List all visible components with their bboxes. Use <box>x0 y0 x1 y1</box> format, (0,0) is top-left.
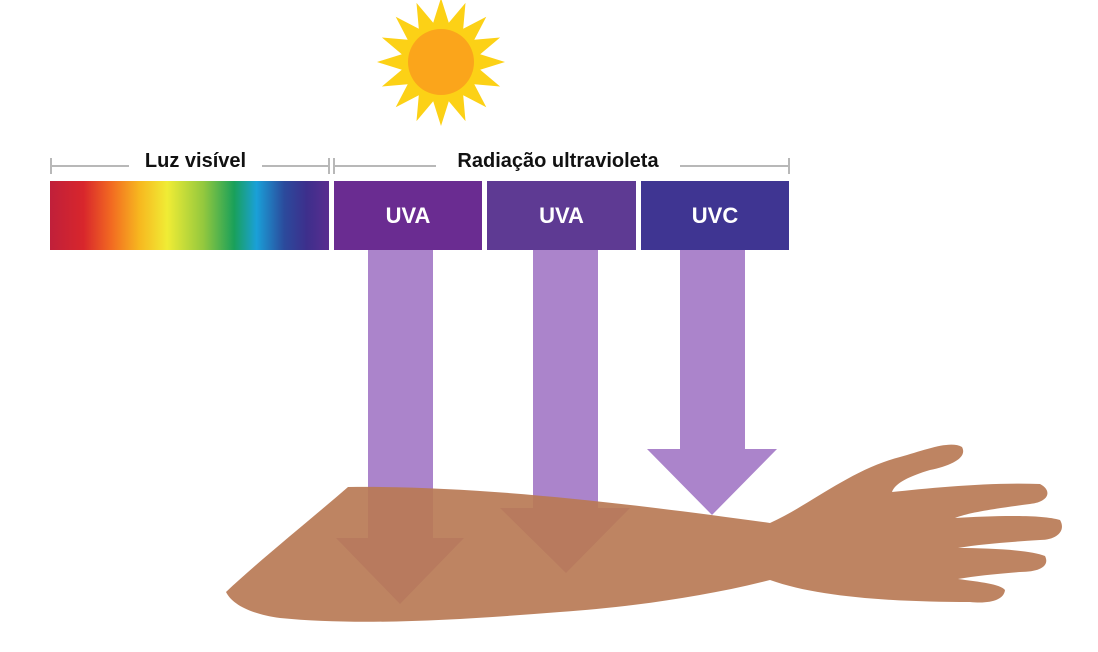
uv-radiation-bracket <box>333 158 790 174</box>
visible-light-label: Luz visível <box>129 147 262 175</box>
visible-light-bracket <box>50 158 330 174</box>
band-uva-2: UVA <box>487 181 636 250</box>
sun-icon <box>377 0 505 126</box>
sun-core <box>408 29 474 95</box>
arm-illustration <box>226 444 1062 622</box>
band-uvc: UVC <box>641 181 789 250</box>
uva-arrow-2 <box>500 250 630 573</box>
arm-shape <box>226 444 1062 622</box>
uvc-arrow <box>647 250 777 515</box>
visible-spectrum-bar <box>50 181 329 250</box>
band-uva-1: UVA <box>334 181 482 250</box>
uv-radiation-label: Radiação ultravioleta <box>436 147 680 175</box>
